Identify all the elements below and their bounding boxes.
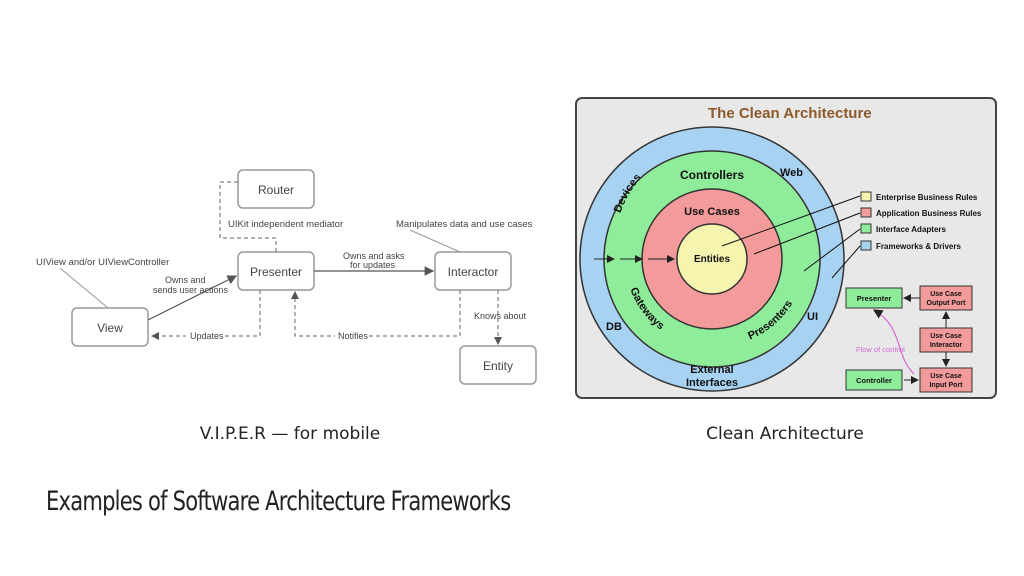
viper-diagram: Router Presenter Interactor View Entity … — [36, 169, 537, 385]
flow-controller-box — [845, 369, 903, 391]
legend-swatch-adapters — [860, 223, 872, 234]
notifies-arrow — [291, 290, 461, 337]
web-label: Web — [780, 167, 803, 179]
interactor-box-clean — [919, 327, 973, 353]
legend-adapters: Interface Adapters — [876, 225, 947, 234]
controllers-label: Controllers — [680, 168, 744, 182]
uiview-callout — [59, 267, 109, 309]
uiview-label: UIView and/or UIViewController — [36, 257, 169, 268]
slide-title: Examples of Software Architecture Framew… — [46, 486, 511, 517]
interactor-1: Use Case — [930, 333, 962, 340]
output-port-2: Output Port — [927, 300, 967, 307]
legend-enterprise: Enterprise Business Rules — [876, 193, 978, 202]
view-box — [71, 307, 149, 347]
owns-asks-line1: Owns and asks — [343, 251, 405, 261]
presenter-label: Presenter — [250, 265, 302, 279]
owns-line2: sends user actions — [153, 285, 229, 295]
clean-architecture-diagram: The Clean Architecture Devices Web DB UI… — [575, 97, 997, 399]
entity-label: Entity — [483, 359, 513, 373]
legend-frameworks: Frameworks & Drivers — [876, 242, 961, 251]
flow-diagram: Presenter Use Case Output Port Use Case … — [845, 285, 973, 393]
legend: Enterprise Business Rules Application Bu… — [721, 191, 982, 279]
manipulates-label: Manipulates data and use cases — [396, 219, 533, 230]
input-port-1: Use Case — [930, 373, 962, 380]
updates-arrow — [151, 290, 261, 340]
ui-label: UI — [807, 311, 818, 323]
entities-core — [676, 223, 748, 295]
flow-controller: Controller — [856, 376, 892, 385]
manipulates-callout — [409, 229, 461, 253]
router-box — [237, 169, 315, 209]
external-label-2: Interfaces — [686, 377, 738, 389]
input-port-2: Input Port — [929, 382, 963, 389]
db-label: DB — [606, 321, 622, 333]
output-port-box — [919, 285, 973, 311]
legend-swatch-frameworks — [860, 240, 872, 251]
notifies-label: Notifies — [338, 331, 369, 341]
output-port-1: Use Case — [930, 291, 962, 298]
input-port-box — [919, 367, 973, 393]
owns-asks-line2: for updates — [350, 260, 396, 270]
knows-about-label: Knows about — [474, 311, 527, 321]
uikit-mediator-label: UIKit independent mediator — [228, 219, 343, 230]
entity-box — [459, 345, 537, 385]
interactor-2: Interactor — [930, 342, 963, 349]
updates-label: Updates — [190, 331, 224, 341]
flow-of-control-curve — [872, 309, 915, 375]
legend-application: Application Business Rules — [876, 209, 982, 218]
interactor-box — [434, 251, 512, 291]
use-cases-label: Use Cases — [684, 206, 740, 218]
router-presenter-link — [219, 181, 277, 252]
flow-presenter: Presenter — [857, 294, 892, 303]
flow-presenter-box — [845, 287, 903, 309]
view-label: View — [97, 321, 123, 335]
view-presenter-arrow — [147, 275, 238, 321]
legend-swatch-application — [860, 207, 872, 218]
interactor-label: Interactor — [448, 265, 499, 279]
viper-caption: V.I.P.E.R — for mobile — [199, 424, 381, 444]
flow-of-control-label: Flow of control — [856, 345, 905, 354]
legend-swatch-enterprise — [860, 191, 872, 202]
clean-title: The Clean Architecture — [708, 105, 872, 122]
router-label: Router — [258, 183, 294, 197]
entities-label: Entities — [694, 254, 731, 265]
clean-caption: Clean Architecture — [706, 424, 864, 444]
external-label-1: External — [690, 364, 733, 376]
owns-line1: Owns and — [165, 275, 206, 285]
